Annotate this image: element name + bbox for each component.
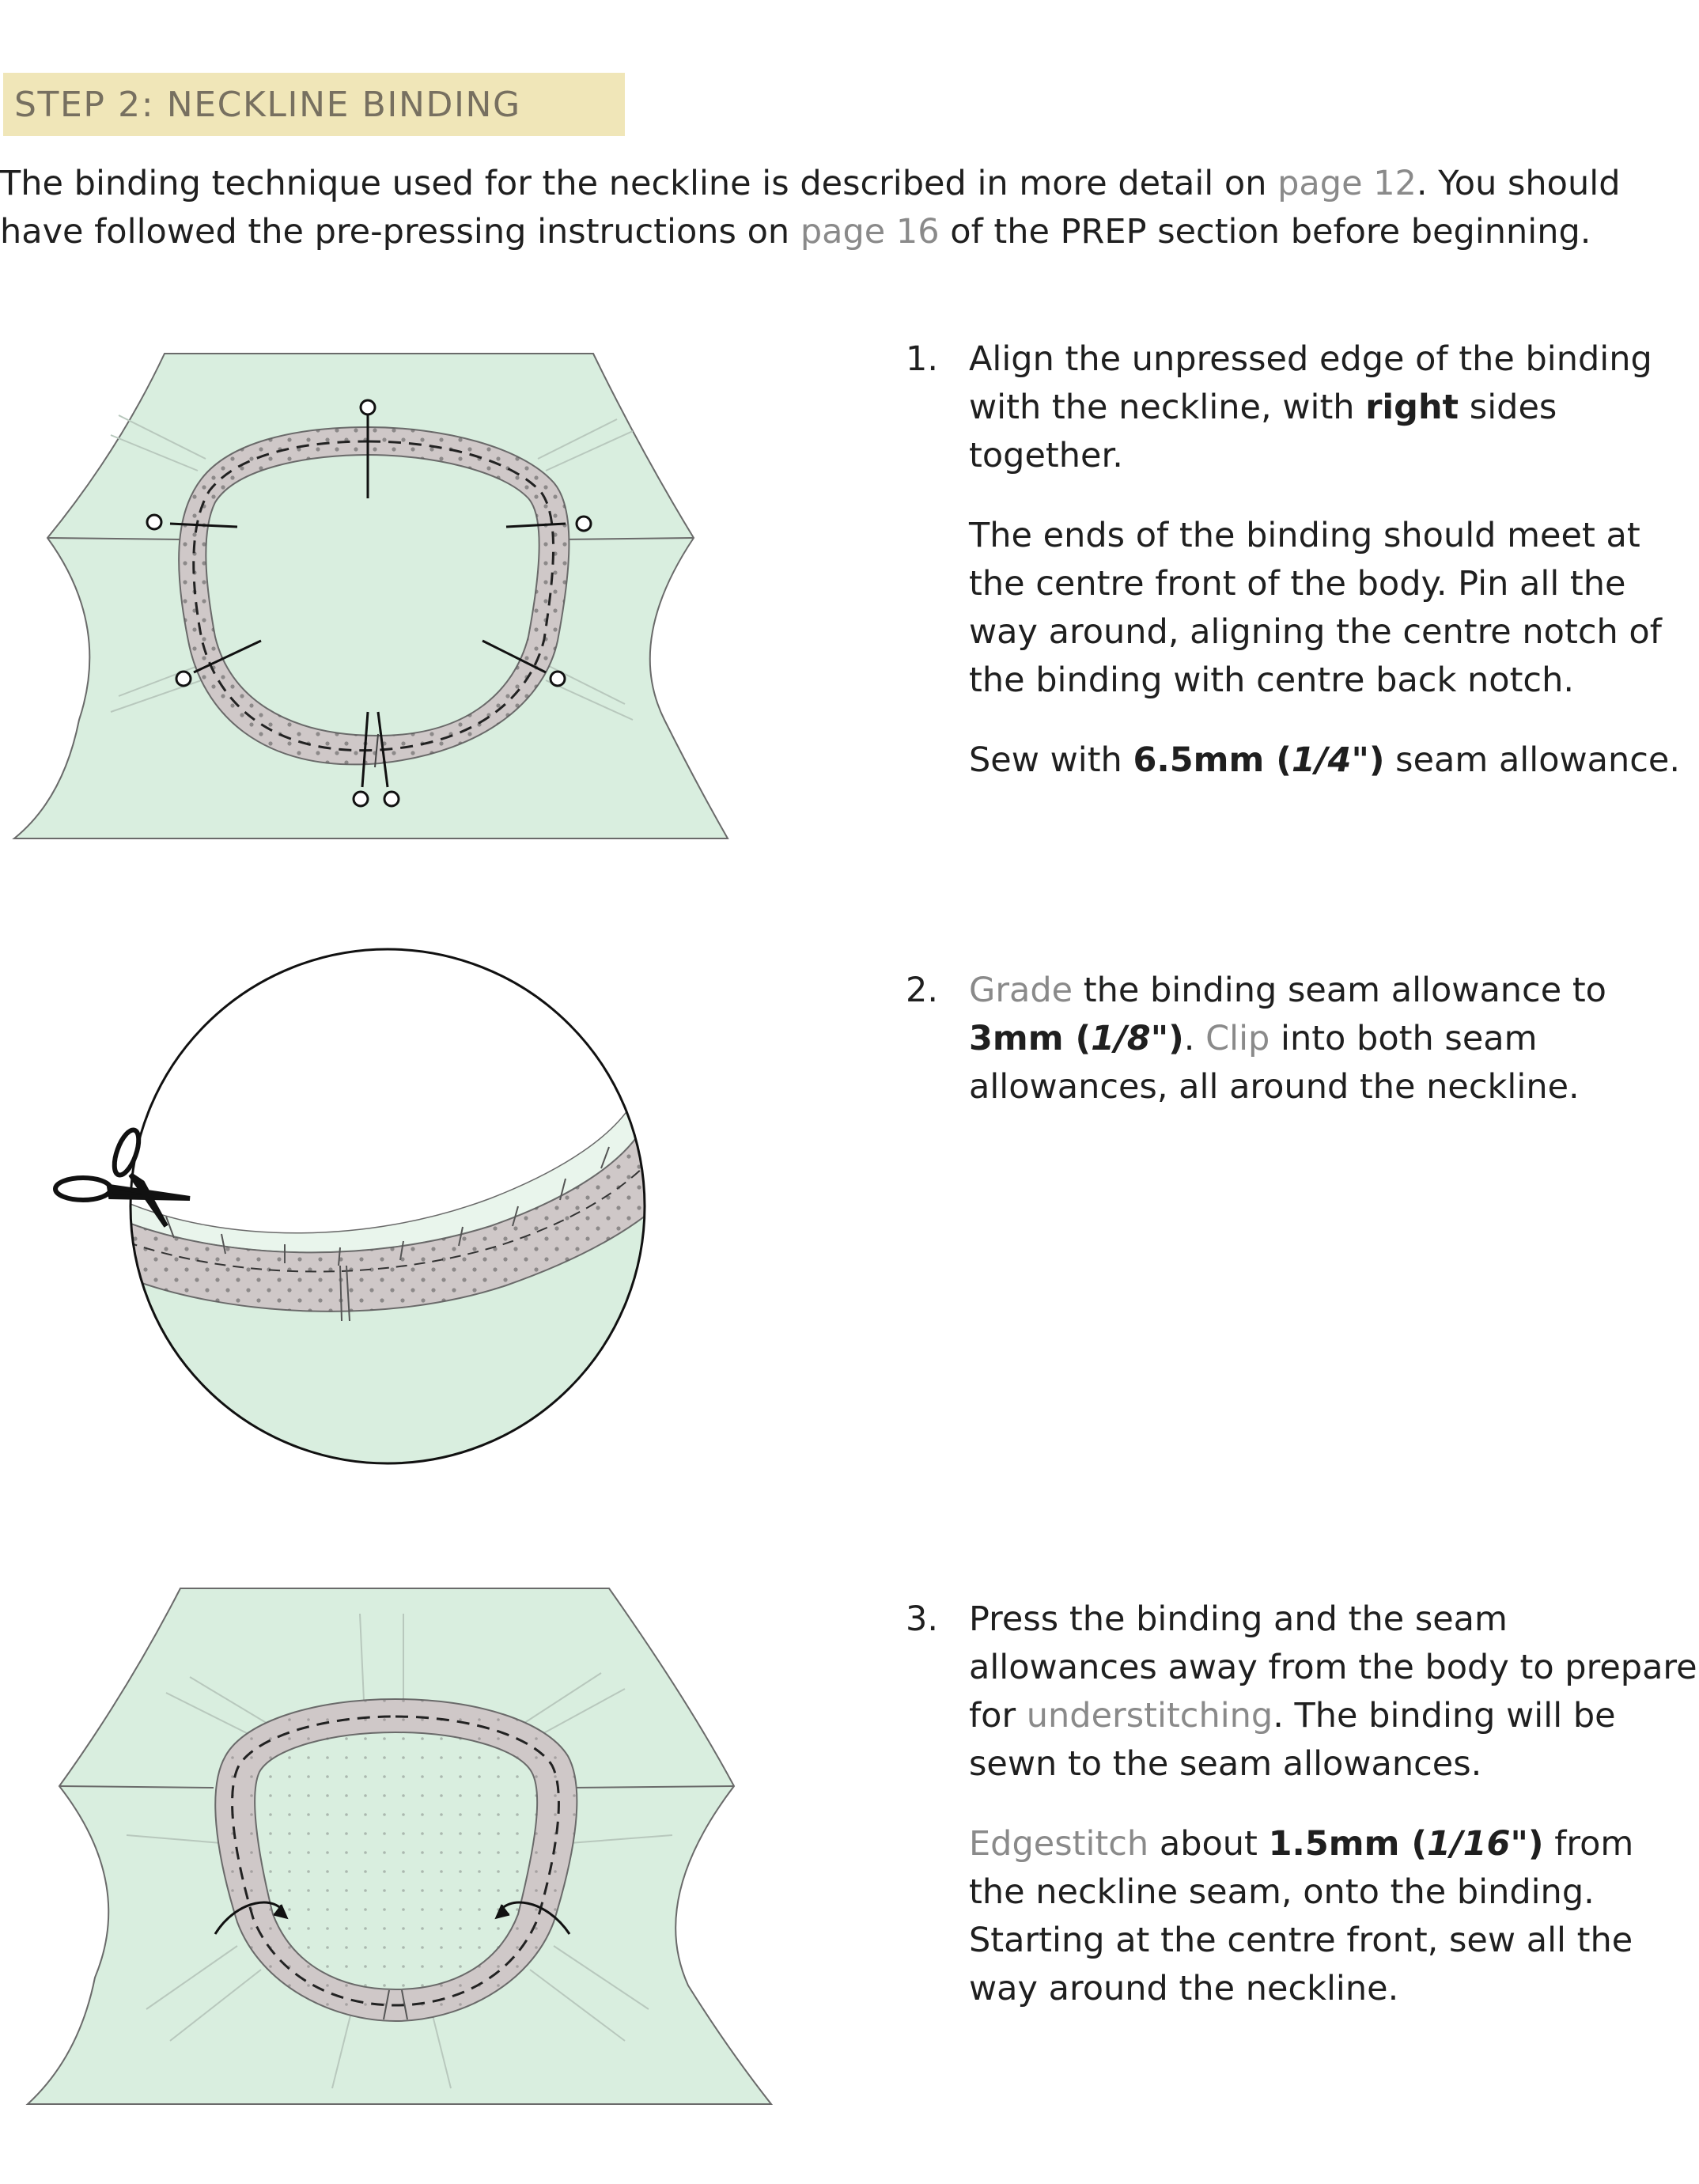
understitching-link[interactable]: understitching [1026,1696,1273,1735]
section-header-band: STEP 2: NECKLINE BINDING [3,73,625,136]
step-2-number: 2. [906,971,939,1010]
intro-text: . You should have followed the pre-press… [0,164,1621,252]
intro-text: The binding technique used for the neckl… [0,164,1278,203]
stitch-line [192,440,554,752]
step-3-para-2: Edgestitch about 1.5mm (1/16") from the … [969,1824,1634,2008]
page-16-link[interactable]: page 16 [800,212,940,252]
stitch-line [231,1715,560,2007]
step-1-para-3: Sew with 6.5mm (1/4") seam allowance. [969,740,1681,780]
step-3-para-1: Press the binding and the seam allowance… [969,1599,1697,1784]
edgestitch-link[interactable]: Edgestitch [969,1824,1149,1864]
clip-link[interactable]: Clip [1205,1019,1270,1058]
step-1-para-1: Align the unpressed edge of the binding … [969,339,1652,475]
stitch-line [131,1142,645,1273]
intro-text: of the PREP section before beginning. [939,212,1591,252]
step-3-number: 3. [906,1599,939,1639]
bodice-fabric [12,353,729,839]
clip-marks [165,1146,610,1322]
intro-paragraph: The binding technique used for the neckl… [0,160,1685,256]
scissors-icon [53,1127,191,1228]
grade-link[interactable]: Grade [969,971,1073,1010]
section-title: STEP 2: NECKLINE BINDING [14,84,521,125]
step-3-text: 3. Press the binding and the seam allowa… [906,1595,1699,2045]
step-1-para-2: The ends of the binding should meet at t… [969,516,1662,700]
figure-grade-clip-closeup [53,948,646,1465]
step-1-text: 1. Align the unpressed edge of the bindi… [906,335,1699,816]
press-direction-arrows [214,1901,571,1935]
step-2-para-1: Grade the binding seam allowance to 3mm … [969,971,1606,1107]
step-2-text: 2. Grade the binding seam allowance to 3… [906,967,1699,1143]
pin-marks [146,399,592,808]
figure-binding-pinned [12,353,729,839]
figure-understitch [25,1588,774,2105]
step-1-number: 1. [906,339,939,379]
page-12-link[interactable]: page 12 [1277,164,1417,203]
